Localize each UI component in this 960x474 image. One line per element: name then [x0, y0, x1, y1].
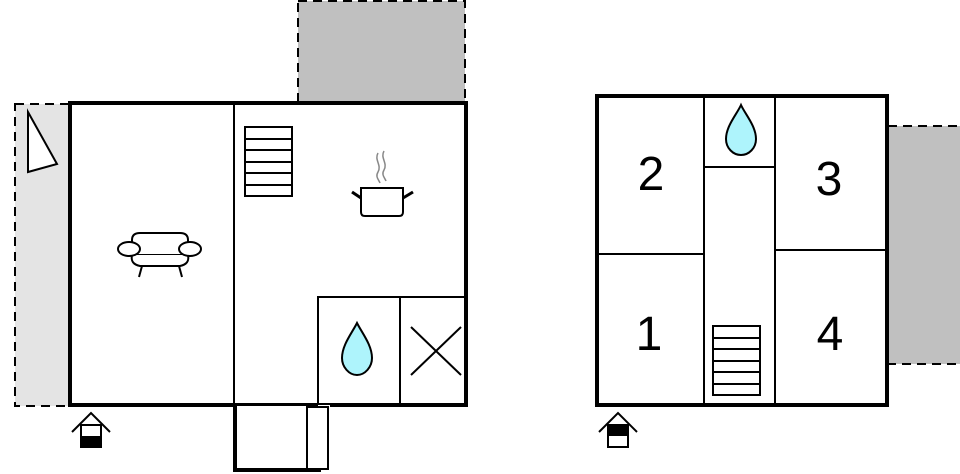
bedroom-1-label: 1	[636, 308, 663, 361]
storage-room[interactable]	[399, 296, 467, 406]
upper-floor: 2 3 1 4	[595, 94, 960, 448]
entrance-ground-icon	[71, 411, 111, 448]
bedroom-3-label: 3	[816, 153, 843, 206]
bedroom-2-label: 2	[638, 148, 665, 201]
sofa-icon	[117, 232, 202, 278]
water-drop-icon	[340, 320, 374, 377]
bedroom-4-label: 4	[817, 308, 844, 361]
balcony-right	[887, 125, 960, 365]
stairs-icon	[712, 325, 761, 396]
water-drop-icon	[724, 102, 758, 157]
ground-floor	[14, 0, 468, 472]
entrance-upper-icon	[598, 411, 638, 448]
cooking-pot-icon	[351, 150, 414, 217]
porch-step	[306, 406, 329, 470]
cross-icon	[410, 326, 462, 376]
terrace-top	[297, 0, 466, 103]
stairs-icon	[244, 126, 293, 197]
sail-shade-icon	[27, 108, 59, 174]
